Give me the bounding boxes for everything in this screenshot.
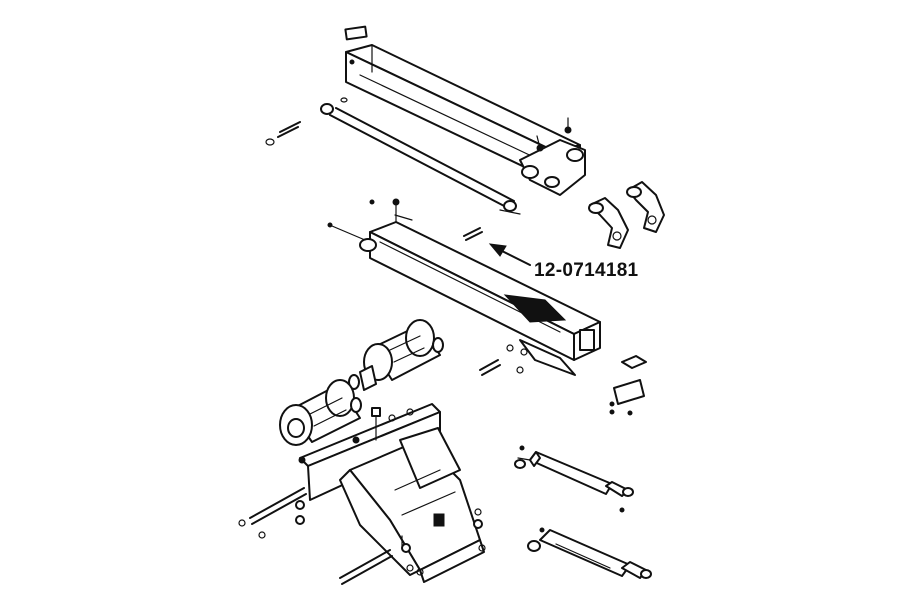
base-frame [298, 403, 486, 583]
upper-pins [265, 97, 348, 146]
lower-boom-pin [479, 359, 524, 376]
callout-arrow [488, 243, 531, 266]
hydraulic-cylinder-upper [514, 445, 634, 513]
hook-brackets [588, 181, 665, 249]
callout-pin [463, 227, 483, 241]
part-number-callout: 12-0714181 [534, 260, 639, 281]
base-pins [238, 487, 483, 585]
main-boom [327, 198, 601, 376]
winch-lower [279, 379, 362, 446]
winch-upper [348, 319, 444, 391]
tie-rod [320, 103, 521, 215]
hydraulic-cylinder-lower [527, 527, 652, 579]
upper-boom-arm [344, 25, 586, 196]
right-plates [609, 355, 647, 416]
